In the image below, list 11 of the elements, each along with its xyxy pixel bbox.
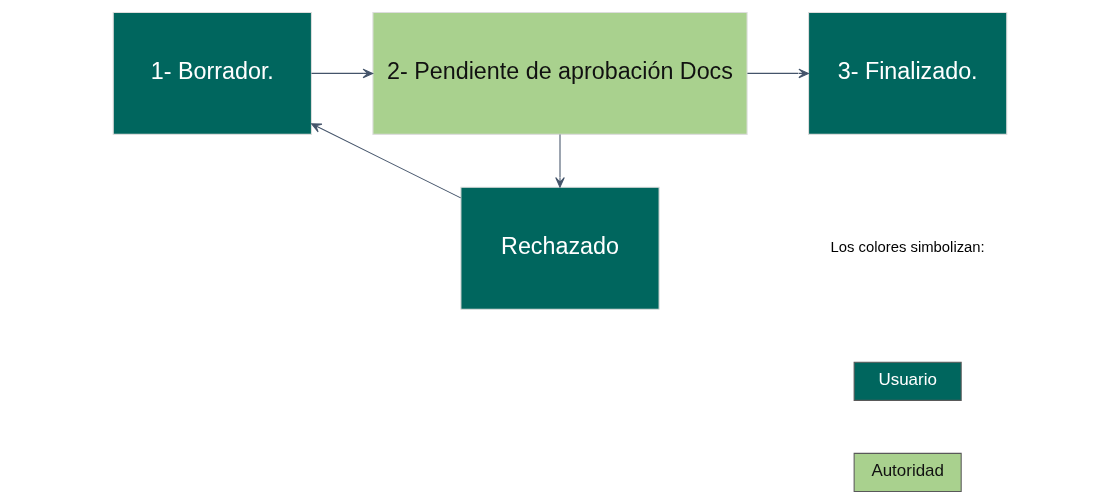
label: Los colores simbolizan: (830, 239, 985, 256)
node-box: 3- Finalizado. (807, 11, 1007, 135)
arrow (310, 123, 461, 199)
legend-label: Autoridad (870, 461, 944, 481)
arrow (554, 133, 565, 188)
node-box: 2- Pendiente de aprobación Docs (371, 11, 748, 135)
arrow (310, 68, 373, 79)
node-box: 1- Borrador. (112, 11, 312, 135)
legend-label: Usuario (877, 370, 937, 390)
arrow (746, 68, 809, 79)
node-box: Rechazado (459, 186, 660, 310)
